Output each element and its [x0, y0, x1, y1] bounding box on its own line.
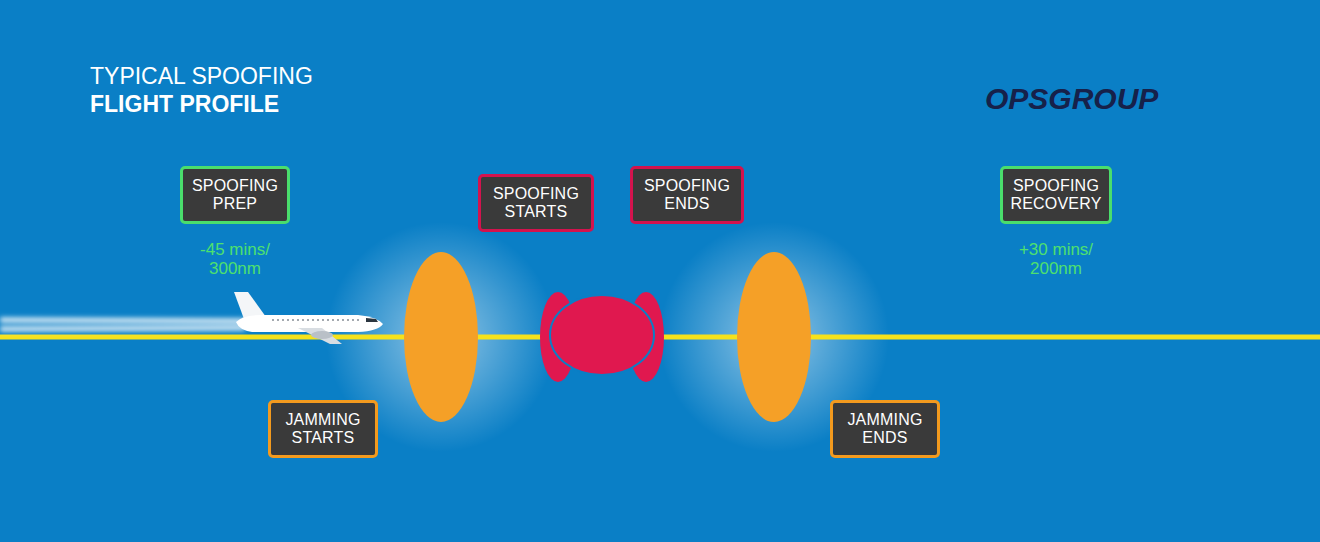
- box-label: SPOOFING PREP: [189, 177, 281, 213]
- box-label: SPOOFING ENDS: [639, 177, 735, 213]
- status-box: JAMMING STARTS: [268, 400, 378, 458]
- status-box: JAMMING ENDS: [830, 400, 940, 458]
- contrail: [0, 320, 245, 329]
- status-box: SPOOFING RECOVERY: [1000, 166, 1112, 224]
- box-label: JAMMING ENDS: [839, 411, 931, 447]
- status-box: SPOOFING STARTS: [478, 174, 594, 232]
- spoofing-zone: [550, 295, 654, 375]
- aircraft: [234, 292, 383, 344]
- tail-fin: [234, 292, 266, 319]
- brand-logo: OPSGROUP: [985, 82, 1225, 116]
- status-box: SPOOFING ENDS: [630, 166, 744, 224]
- timing-note: -45 mins/ 300nm: [185, 240, 285, 278]
- contrail-line: [0, 328, 245, 329]
- status-box: SPOOFING PREP: [180, 166, 290, 224]
- jamming-zone: [404, 252, 478, 422]
- timing-note: +30 mins/ 200nm: [1006, 240, 1106, 278]
- cockpit: [366, 318, 378, 322]
- windows: [272, 319, 360, 320]
- title-line: TYPICAL SPOOFING: [90, 64, 410, 90]
- contrail-line: [0, 320, 245, 321]
- box-label: SPOOFING RECOVERY: [1009, 177, 1103, 213]
- box-label: SPOOFING STARTS: [487, 185, 585, 221]
- box-label: JAMMING STARTS: [277, 411, 369, 447]
- title-line: FLIGHT PROFILE: [90, 92, 410, 118]
- jamming-zone: [737, 252, 811, 422]
- wing: [298, 328, 342, 344]
- engine: [311, 331, 333, 339]
